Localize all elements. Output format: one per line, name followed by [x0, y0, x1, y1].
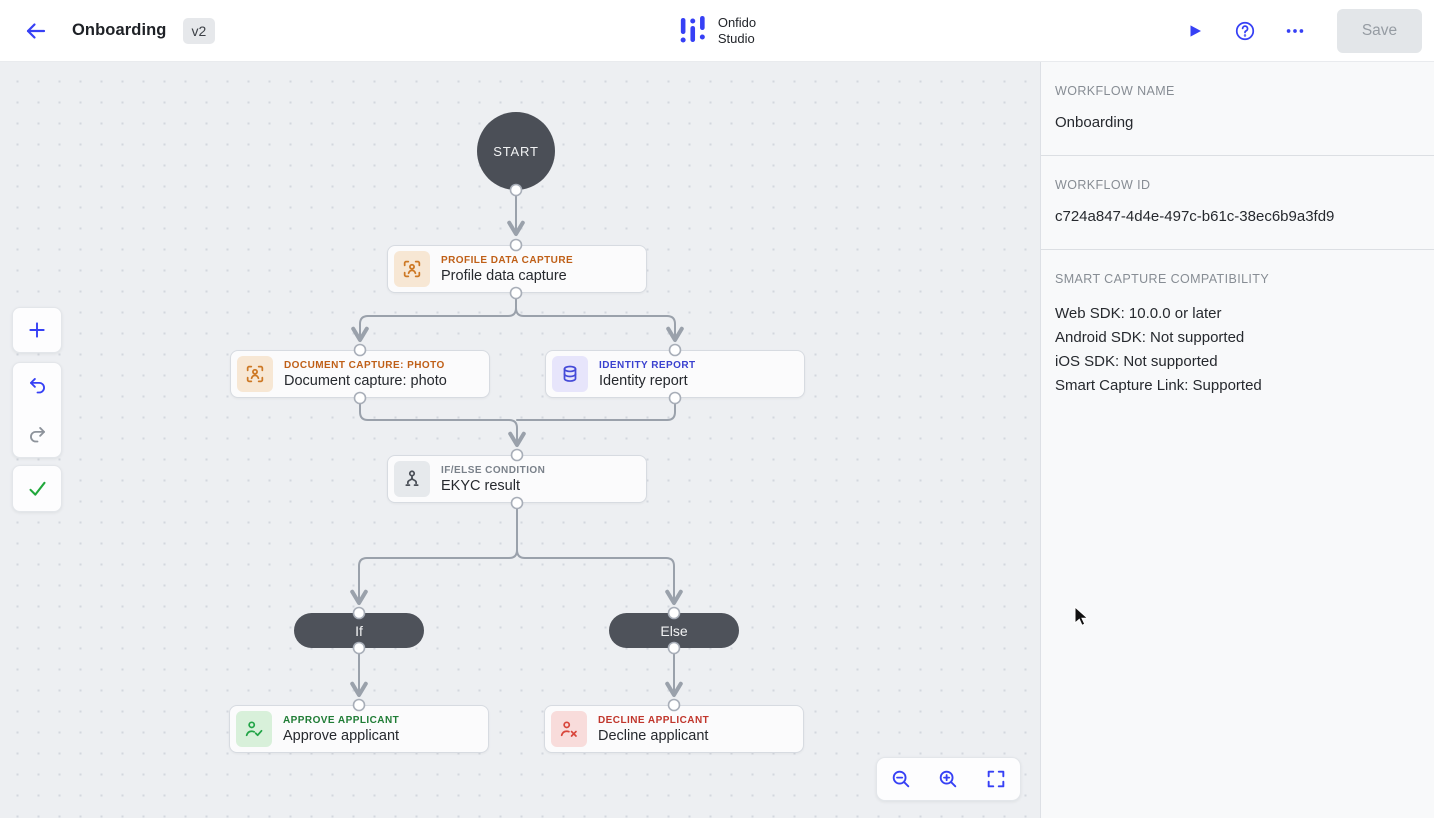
zoom-controls: [876, 757, 1021, 801]
node-start[interactable]: START: [477, 112, 555, 190]
smart-capture-compatibility-section: SMART CAPTURE COMPATIBILITY Web SDK: 10.…: [1041, 250, 1434, 422]
start-label: START: [493, 143, 539, 159]
top-bar: Onboarding v2 Onfido Studio: [0, 0, 1434, 62]
branch-icon: [394, 461, 430, 497]
fit-to-screen-button[interactable]: [978, 761, 1014, 797]
node-category: DOCUMENT CAPTURE: PHOTO: [284, 359, 445, 371]
node-title: Approve applicant: [283, 727, 400, 744]
zoom-out-icon: [890, 768, 912, 790]
node-category: IF/ELSE CONDITION: [441, 464, 546, 476]
database-icon: [552, 356, 588, 392]
branch-else[interactable]: Else: [609, 613, 739, 648]
branch-if-label: If: [355, 622, 363, 639]
workflow-canvas[interactable]: START PROFILE DATA CAPTURE Profile data …: [0, 62, 1040, 818]
version-badge: v2: [182, 17, 216, 44]
check-icon: [27, 478, 48, 499]
compat-smart-capture-link: Smart Capture Link: Supported: [1055, 377, 1262, 394]
node-category: APPROVE APPLICANT: [283, 714, 400, 726]
node-title: Identity report: [599, 372, 688, 389]
ellipsis-icon: [1284, 20, 1306, 42]
compat-android-sdk: Android SDK: Not supported: [1055, 329, 1245, 346]
node-category: PROFILE DATA CAPTURE: [441, 254, 574, 266]
question-circle-icon: [1234, 20, 1256, 42]
node-ekyc-result[interactable]: IF/ELSE CONDITION EKYC result: [387, 455, 647, 503]
fit-screen-icon: [985, 768, 1007, 790]
person-scan-icon: [237, 356, 273, 392]
person-x-icon: [551, 711, 587, 747]
node-decline-applicant[interactable]: DECLINE APPLICANT Decline applicant: [544, 705, 804, 753]
node-title: Document capture: photo: [284, 372, 447, 389]
node-identity-report[interactable]: IDENTITY REPORT Identity report: [545, 350, 805, 398]
logo-text: Onfido Studio: [718, 15, 756, 46]
add-node-button[interactable]: [12, 307, 62, 353]
onfido-studio-logo: Onfido Studio: [678, 0, 756, 62]
person-scan-icon: [394, 251, 430, 287]
logo-line1: Onfido: [717, 15, 757, 31]
redo-icon: [27, 424, 48, 445]
redo-button[interactable]: [12, 412, 62, 457]
node-category: DECLINE APPLICANT: [598, 714, 710, 726]
onfido-logo-icon: [678, 13, 708, 49]
branch-else-label: Else: [660, 622, 688, 639]
node-approve-applicant[interactable]: APPROVE APPLICANT Approve applicant: [229, 705, 489, 753]
workflow-details-panel: WORKFLOW NAME Onboarding WORKFLOW ID c72…: [1040, 62, 1434, 818]
node-title: EKYC result: [441, 477, 520, 494]
history-controls: [12, 362, 62, 458]
validate-workflow-button[interactable]: [12, 465, 62, 512]
zoom-in-icon: [937, 768, 959, 790]
person-check-icon: [236, 711, 272, 747]
workflow-name-label: WORKFLOW NAME: [1055, 84, 1175, 98]
play-icon: [1186, 22, 1204, 40]
help-button[interactable]: [1225, 11, 1265, 51]
workflow-id-value: c724a847-4d4e-497c-b61c-38ec6b9a3fd9: [1055, 208, 1335, 225]
undo-button[interactable]: [12, 363, 62, 408]
run-workflow-button[interactable]: [1175, 11, 1215, 51]
zoom-out-button[interactable]: [883, 761, 919, 797]
workflow-name-section: WORKFLOW NAME Onboarding: [1041, 62, 1434, 156]
workflow-id-label: WORKFLOW ID: [1055, 178, 1151, 192]
zoom-in-button[interactable]: [930, 761, 966, 797]
compat-web-sdk: Web SDK: 10.0.0 or later: [1055, 305, 1222, 322]
node-category: IDENTITY REPORT: [599, 359, 696, 371]
back-button[interactable]: [20, 15, 52, 47]
save-button[interactable]: Save: [1337, 8, 1422, 53]
workflow-name-value: Onboarding: [1055, 114, 1134, 131]
undo-icon: [27, 375, 48, 396]
plus-icon: [27, 320, 47, 340]
arrow-left-icon: [24, 19, 48, 43]
node-profile-data-capture[interactable]: PROFILE DATA CAPTURE Profile data captur…: [387, 245, 647, 293]
compat-ios-sdk: iOS SDK: Not supported: [1055, 353, 1218, 370]
workflow-title: Onboarding: [72, 21, 167, 39]
node-title: Profile data capture: [441, 267, 567, 284]
compatibility-label: SMART CAPTURE COMPATIBILITY: [1055, 272, 1270, 286]
node-title: Decline applicant: [598, 727, 709, 744]
node-document-capture-photo[interactable]: DOCUMENT CAPTURE: PHOTO Document capture…: [230, 350, 490, 398]
logo-line2: Studio: [717, 31, 755, 46]
branch-if[interactable]: If: [294, 613, 424, 648]
more-options-button[interactable]: [1275, 11, 1315, 51]
workflow-id-section: WORKFLOW ID c724a847-4d4e-497c-b61c-38ec…: [1041, 156, 1434, 250]
